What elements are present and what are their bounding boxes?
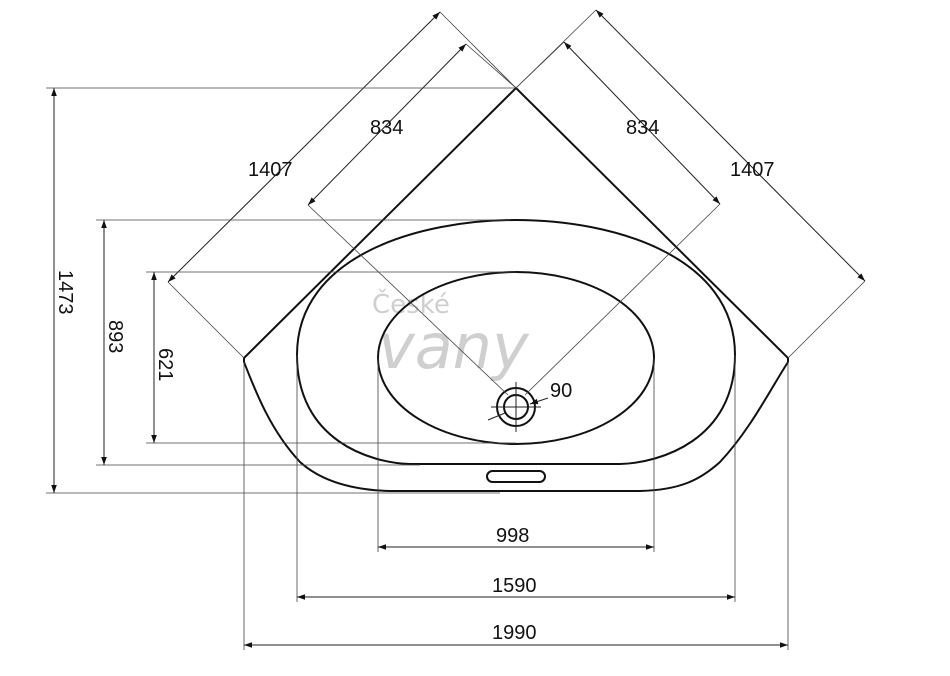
dim-1990: 1990	[492, 622, 537, 644]
drain	[491, 382, 541, 432]
dim-834-right: 834	[626, 117, 659, 139]
diagonal-dimensions: 1407 834 834 1407	[167, 9, 866, 283]
watermark-line1: České	[372, 288, 450, 320]
dim-line-834-left	[307, 43, 467, 206]
watermark: České vany	[372, 288, 530, 383]
dim-90: 90	[550, 380, 572, 402]
dim-1407-left: 1407	[248, 159, 293, 181]
horizontal-dimensions: 998 1590 1990	[243, 355, 789, 650]
dim-1590: 1590	[492, 575, 537, 597]
watermark-line2: vany	[378, 310, 530, 383]
drain-dimension: 90	[487, 380, 572, 421]
dim-621: 621	[154, 348, 176, 381]
dim-893: 893	[104, 320, 126, 353]
dim-line-1407-left	[167, 11, 441, 283]
overflow-slot	[486, 470, 546, 483]
dim-1407-right: 1407	[730, 159, 775, 181]
vertical-dimensions: 1473 893 621	[46, 87, 516, 494]
outer-contour	[243, 86, 789, 492]
dim-line-1407-right	[595, 9, 866, 282]
bathtub-outline	[243, 86, 789, 492]
dim-1473: 1473	[54, 270, 76, 315]
dim-998: 998	[496, 525, 529, 547]
dim-834-left: 834	[370, 117, 403, 139]
